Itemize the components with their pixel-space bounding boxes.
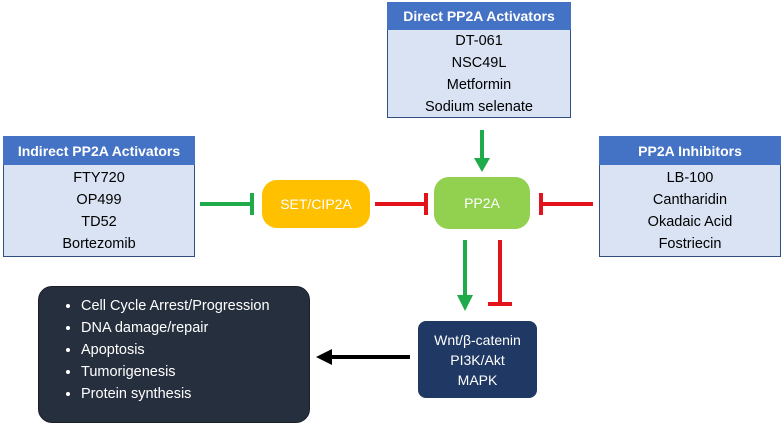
list-item: Okadaic Acid bbox=[647, 213, 733, 230]
list-item: PI3K/Akt bbox=[450, 351, 505, 368]
list-item: Metformin bbox=[446, 76, 512, 93]
pp2a-inhibition-bar bbox=[488, 240, 512, 306]
list-item: Bortezomib bbox=[62, 235, 136, 252]
indirect-inhibition-bar bbox=[200, 193, 254, 215]
list-item: TD52 bbox=[81, 213, 117, 230]
pp2a-activation-arrow bbox=[457, 240, 473, 311]
indirect-activators-list: FTY720 OP499 TD52 Bortezomib bbox=[3, 165, 195, 257]
list-item: Wnt/β-catenin bbox=[434, 331, 521, 348]
pp2a-node: PP2A bbox=[434, 177, 530, 229]
list-item: Tumorigenesis bbox=[81, 361, 309, 383]
pathways-box: Wnt/β-catenin PI3K/Akt MAPK bbox=[418, 321, 537, 398]
direct-activators-title: Direct PP2A Activators bbox=[387, 2, 571, 30]
list-item: Protein synthesis bbox=[81, 383, 309, 405]
inhibitor-inhibition-bar bbox=[539, 193, 593, 215]
list-item: LB-100 bbox=[666, 169, 714, 186]
direct-activation-arrow bbox=[474, 130, 490, 172]
list-item: Cantharidin bbox=[652, 191, 728, 208]
list-item: MAPK bbox=[457, 371, 498, 388]
list-item: DNA damage/repair bbox=[81, 317, 309, 339]
direct-activators-panel: Direct PP2A Activators DT-061 NSC49L Met… bbox=[387, 2, 571, 118]
list-item: Apoptosis bbox=[81, 339, 309, 361]
inhibitors-panel: PP2A Inhibitors LB-100 Cantharidin Okada… bbox=[599, 136, 781, 257]
list-item: DT-061 bbox=[455, 32, 503, 49]
outcomes-box: Cell Cycle Arrest/Progression DNA damage… bbox=[38, 286, 310, 423]
list-item: Sodium selenate bbox=[424, 98, 533, 115]
indirect-activators-title: Indirect PP2A Activators bbox=[3, 136, 195, 165]
list-item: NSC49L bbox=[451, 54, 507, 71]
list-item: Fostriecin bbox=[658, 235, 722, 252]
set-inhibition-bar bbox=[375, 193, 428, 215]
list-item: FTY720 bbox=[73, 169, 125, 186]
inhibitors-list: LB-100 Cantharidin Okadaic Acid Fostriec… bbox=[599, 165, 781, 257]
list-item: OP499 bbox=[76, 191, 122, 208]
direct-activators-list: DT-061 NSC49L Metformin Sodium selenate bbox=[387, 30, 571, 118]
list-item: Cell Cycle Arrest/Progression bbox=[81, 295, 309, 317]
set-cip2a-node: SET/CIP2A bbox=[262, 180, 370, 228]
outcome-flow-arrow bbox=[316, 349, 410, 365]
indirect-activators-panel: Indirect PP2A Activators FTY720 OP499 TD… bbox=[3, 136, 195, 257]
inhibitors-title: PP2A Inhibitors bbox=[599, 136, 781, 165]
